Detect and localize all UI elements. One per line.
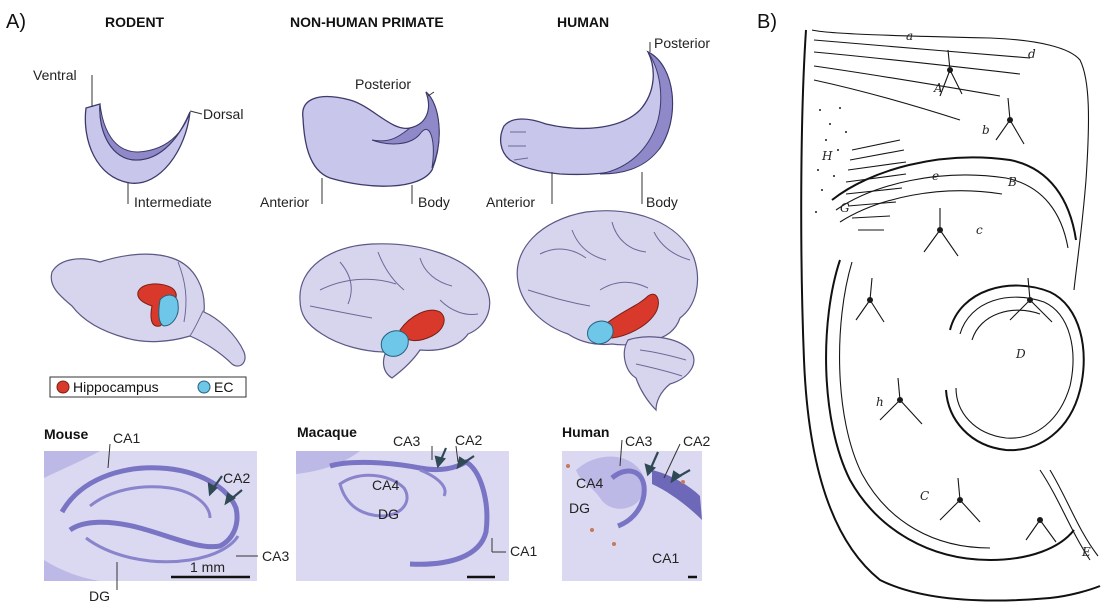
cajal-letter-c: c xyxy=(976,223,983,237)
cajal-letter-h: h xyxy=(876,395,884,409)
label-primate-anterior: Anterior xyxy=(260,194,309,210)
label-primate-posterior: Posterior xyxy=(355,76,411,92)
cajal-letter-d: d xyxy=(1028,47,1036,61)
legend: Hippocampus EC xyxy=(50,377,246,397)
rodent-hippocampus-shape xyxy=(85,104,190,183)
panel-a: A) RODENT NON-HUMAN PRIMATE HUMAN Ventra… xyxy=(6,11,710,604)
label-ventral: Ventral xyxy=(33,67,77,83)
ec-swatch xyxy=(198,381,210,393)
cajal-letter-H: H xyxy=(821,149,833,163)
mouse-scale-label: 1 mm xyxy=(190,559,225,575)
label-human-posterior: Posterior xyxy=(654,35,710,51)
label-intermediate: Intermediate xyxy=(134,194,212,210)
mouse-ca1: CA1 xyxy=(113,430,140,446)
macaque-ca3: CA3 xyxy=(393,433,420,449)
human-ca4: CA4 xyxy=(576,475,603,491)
legend-ec: EC xyxy=(214,379,233,395)
panel-b-label: B) xyxy=(757,11,777,33)
cajal-letter-a: a xyxy=(906,29,913,43)
cajal-letter-e: e xyxy=(932,169,939,183)
legend-hippocampus: Hippocampus xyxy=(73,379,159,395)
mouse-title: Mouse xyxy=(44,426,89,442)
macaque-title: Macaque xyxy=(297,424,357,440)
human-ca1: CA1 xyxy=(652,550,679,566)
species-primate: NON-HUMAN PRIMATE xyxy=(290,14,444,30)
label-dorsal: Dorsal xyxy=(203,106,243,122)
mouse-dg: DG xyxy=(89,588,110,604)
macaque-dg: DG xyxy=(378,506,399,522)
cajal-letter-b: b xyxy=(982,123,990,137)
cajal-letter-B: B xyxy=(1007,175,1017,189)
panel-a-label: A) xyxy=(6,11,26,33)
mouse-section: Mouse CA1 CA2 CA3 DG 1 mm xyxy=(44,426,289,604)
cajal-letter-A: A xyxy=(933,81,943,95)
human-ca2: CA2 xyxy=(683,433,710,449)
macaque-section: Macaque CA3 CA2 CA4 DG CA1 xyxy=(296,424,537,581)
human-title: Human xyxy=(562,424,609,440)
human-section: Human CA3 CA2 CA4 DG CA1 xyxy=(562,424,710,581)
mouse-ca3: CA3 xyxy=(262,548,289,564)
label-primate-body: Body xyxy=(418,194,450,210)
label-human-anterior: Anterior xyxy=(486,194,535,210)
hippocampus-swatch xyxy=(57,381,69,393)
species-human: HUMAN xyxy=(557,14,609,30)
cajal-hippocampus-drawing: a d A b H G B e c D h C E xyxy=(801,29,1100,601)
human-ca3: CA3 xyxy=(625,433,652,449)
macaque-ca4: CA4 xyxy=(372,477,399,493)
primate-hippocampus-shape xyxy=(303,92,439,186)
panel-b: B) xyxy=(757,11,1100,601)
cajal-letter-E: E xyxy=(1081,545,1091,559)
human-brain xyxy=(517,211,697,410)
label-human-body: Body xyxy=(646,194,678,210)
cajal-letter-D: D xyxy=(1015,347,1026,361)
macaque-ca1: CA1 xyxy=(510,543,537,559)
primate-brain xyxy=(300,244,490,378)
cajal-letter-C: C xyxy=(920,489,929,503)
mouse-ca2: CA2 xyxy=(223,470,250,486)
human-hippocampus-shape xyxy=(501,52,673,174)
species-rodent: RODENT xyxy=(105,14,165,30)
human-dg: DG xyxy=(569,500,590,516)
macaque-ca2: CA2 xyxy=(455,432,482,448)
rodent-brain xyxy=(51,254,245,366)
cajal-letter-G: G xyxy=(840,201,850,215)
